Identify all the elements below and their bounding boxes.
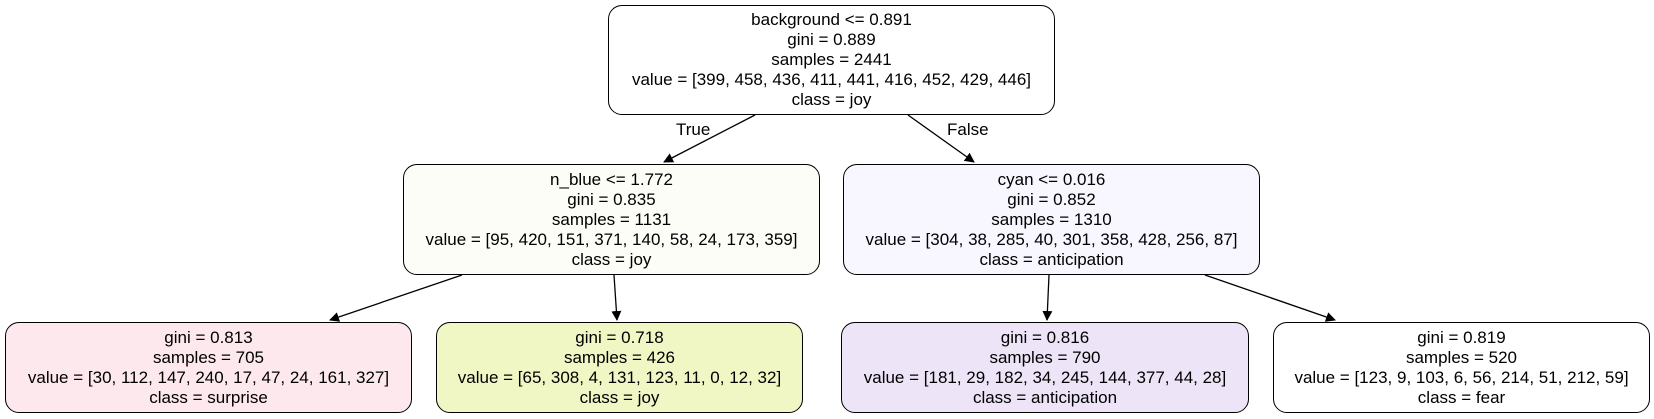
node-samples: samples = 705 xyxy=(152,347,265,367)
node-gini: gini = 0.889 xyxy=(787,30,876,49)
edge-left-leftleft xyxy=(329,274,463,322)
node-class: class = joy xyxy=(791,90,872,109)
node-samples: samples = 790 xyxy=(989,347,1101,367)
node-value: value = [65, 308, 4, 131, 123, 11, 0, 12… xyxy=(457,367,782,387)
node-value: value = [95, 420, 151, 371, 140, 58, 24,… xyxy=(425,229,798,249)
node-samples: samples = 1131 xyxy=(551,209,672,229)
node-split-rule: cyan <= 0.016 xyxy=(997,169,1106,189)
node-gini: gini = 0.816 xyxy=(1000,327,1090,347)
node-leaf-joy: gini = 0.718 samples = 426 value = [65, … xyxy=(436,322,803,413)
edge-right-rightleft xyxy=(1042,274,1053,321)
node-class: class = anticipation xyxy=(972,387,1118,407)
node-gini: gini = 0.852 xyxy=(1007,189,1096,209)
node-gini: gini = 0.819 xyxy=(1417,327,1506,347)
node-class: class = surprise xyxy=(149,387,268,407)
node-samples: samples = 426 xyxy=(563,347,676,367)
node-value: value = [181, 29, 182, 34, 245, 144, 377… xyxy=(863,367,1227,387)
node-value: value = [123, 9, 103, 6, 56, 214, 51, 21… xyxy=(1294,367,1629,387)
node-gini: gini = 0.718 xyxy=(575,327,664,347)
edge-label-false: False xyxy=(947,120,989,139)
node-gini: gini = 0.835 xyxy=(567,189,656,209)
edge-root-right xyxy=(907,114,975,163)
node-split-rule: background <= 0.891 xyxy=(751,10,912,29)
node-class: class = joy xyxy=(579,387,660,407)
node-gini: gini = 0.813 xyxy=(164,327,253,347)
edge-root-left xyxy=(663,114,756,163)
edge-right-rightright xyxy=(1204,274,1336,322)
node-samples: samples = 520 xyxy=(1405,347,1518,367)
node-leaf-anticipation: gini = 0.816 samples = 790 value = [181,… xyxy=(841,322,1249,413)
node-class: class = fear xyxy=(1417,387,1506,407)
node-root: background <= 0.891 gini = 0.889 samples… xyxy=(608,5,1055,115)
edge-left-leftright xyxy=(611,274,622,321)
node-value: value = [304, 38, 285, 40, 301, 358, 428… xyxy=(865,229,1238,249)
node-right: cyan <= 0.016 gini = 0.852 samples = 131… xyxy=(843,164,1260,275)
node-class: class = anticipation xyxy=(979,249,1124,269)
node-samples: samples = 1310 xyxy=(991,209,1112,229)
node-class: class = joy xyxy=(571,249,652,269)
node-value: value = [30, 112, 147, 240, 17, 47, 24, … xyxy=(27,367,390,387)
node-leaf-fear: gini = 0.819 samples = 520 value = [123,… xyxy=(1273,322,1650,413)
node-split-rule: n_blue <= 1.772 xyxy=(550,169,673,189)
node-left: n_blue <= 1.772 gini = 0.835 samples = 1… xyxy=(403,164,820,275)
node-leaf-surprise: gini = 0.813 samples = 705 value = [30, … xyxy=(5,322,412,413)
node-samples: samples = 2441 xyxy=(771,50,892,69)
node-value: value = [399, 458, 436, 411, 441, 416, 4… xyxy=(631,70,1032,89)
edge-label-true: True xyxy=(676,120,711,139)
